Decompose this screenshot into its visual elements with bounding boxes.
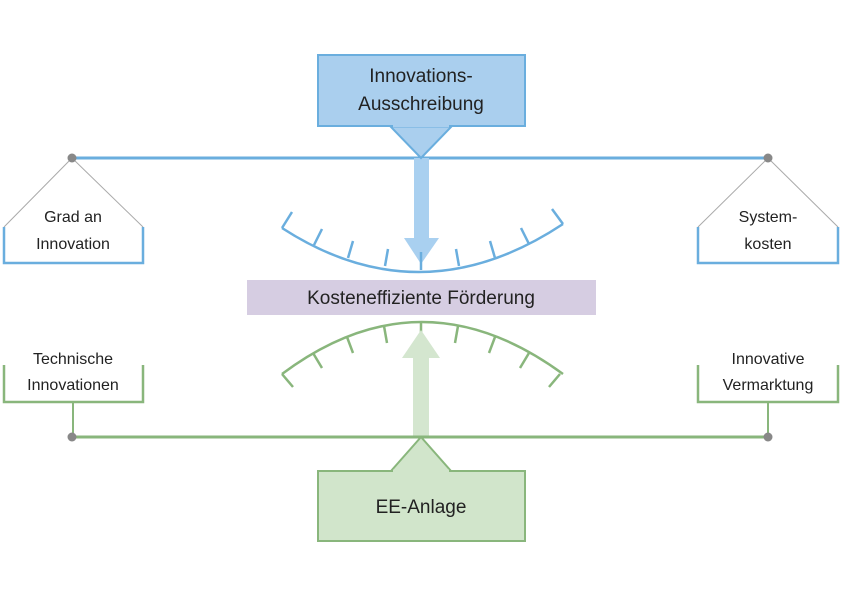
bottom-tick bbox=[548, 373, 561, 388]
top-left-string-b bbox=[71, 157, 144, 228]
bottom-arrow-head bbox=[402, 330, 440, 358]
top-tick bbox=[454, 248, 461, 267]
center-label-box bbox=[247, 280, 596, 315]
top-box-pointer bbox=[388, 126, 454, 160]
top-right-pivot bbox=[763, 153, 773, 163]
top-left-string-a bbox=[3, 157, 73, 228]
bottom-right-weight-line2: Vermarktung bbox=[723, 377, 814, 394]
top-scale-arc bbox=[281, 222, 564, 274]
bottom-left-weight-line2: Innovationen bbox=[27, 377, 119, 394]
top-tick bbox=[383, 248, 390, 267]
top-tick bbox=[550, 208, 565, 225]
bottom-tick bbox=[281, 373, 294, 388]
top-left-weight-line1: Grad an bbox=[44, 209, 102, 226]
top-left-pivot bbox=[67, 153, 77, 163]
top-box bbox=[317, 54, 526, 127]
bottom-tick bbox=[311, 352, 324, 369]
top-tick bbox=[346, 240, 355, 259]
bottom-box-label: EE-Anlage bbox=[376, 497, 467, 518]
top-right-string-b bbox=[767, 157, 839, 228]
top-tick bbox=[280, 211, 294, 229]
bottom-tick bbox=[453, 325, 460, 344]
bottom-left-pivot bbox=[67, 432, 77, 442]
top-tick bbox=[519, 227, 531, 245]
top-left-weight-line2: Innovation bbox=[36, 236, 110, 253]
bottom-tick bbox=[345, 336, 355, 354]
bottom-tick bbox=[382, 325, 389, 344]
top-scale-ticks bbox=[280, 208, 565, 270]
bottom-balance: Technische Innovationen Innovative Verma… bbox=[2, 320, 840, 542]
top-right-weight bbox=[696, 227, 840, 265]
bottom-tick bbox=[518, 352, 531, 369]
top-left-weight bbox=[2, 227, 145, 265]
top-box-line1: Innovations- bbox=[369, 66, 473, 87]
top-arrow-shaft bbox=[414, 158, 429, 240]
bottom-tick bbox=[487, 336, 497, 354]
top-right-weight-line1: System- bbox=[739, 209, 798, 226]
center-label: Kosteneffiziente Förderung bbox=[307, 288, 535, 309]
bottom-arrow-shaft bbox=[413, 357, 429, 437]
top-right-weight-line2: kosten bbox=[744, 236, 791, 253]
top-arrow-head bbox=[404, 238, 439, 264]
bottom-right-weight-line1: Innovative bbox=[732, 351, 805, 368]
top-right-string-a bbox=[697, 157, 769, 228]
bottom-box-pointer bbox=[388, 435, 454, 472]
top-box-line2: Ausschreibung bbox=[358, 94, 484, 115]
bottom-right-pivot bbox=[763, 432, 773, 442]
top-tick bbox=[488, 240, 497, 259]
top-balance: Grad an Innovation System- kosten Innova… bbox=[2, 54, 840, 274]
bottom-left-weight-line1: Technische bbox=[33, 351, 113, 368]
top-tick bbox=[312, 228, 324, 246]
